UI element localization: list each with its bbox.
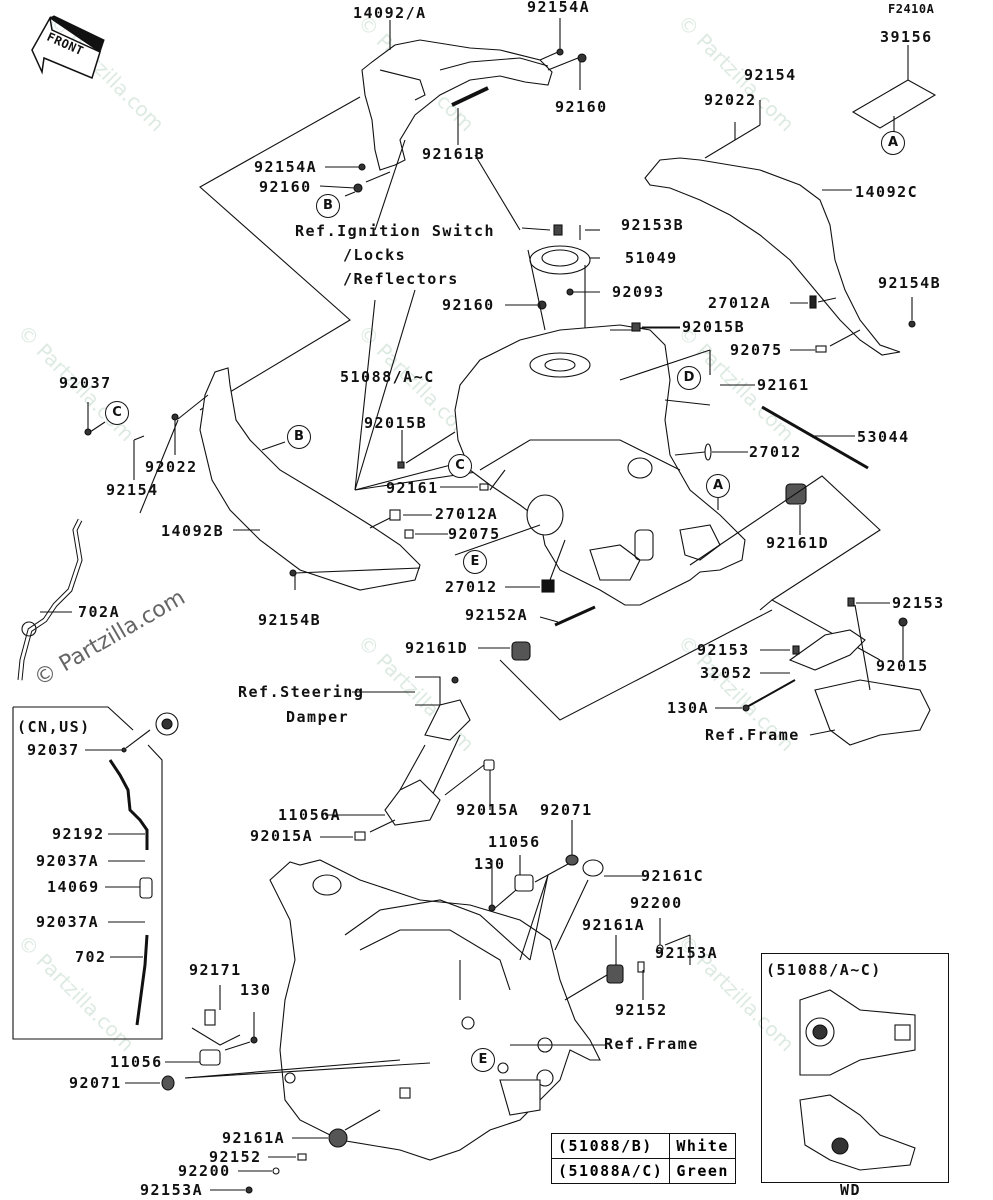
callout-d[interactable]: D [677, 366, 701, 390]
detail-box-title: (51088/A~C) [766, 961, 882, 979]
part-label[interactable]: 92152A [465, 606, 529, 624]
part-label[interactable]: 92153 [697, 641, 750, 659]
part-label[interactable]: 51088/A~C [340, 368, 435, 386]
part-label[interactable]: 92015A [250, 827, 314, 845]
front-arrow-icon [31, 15, 105, 80]
part-label[interactable]: 92071 [69, 1074, 122, 1092]
part-label[interactable]: 92160 [442, 296, 495, 314]
part-label[interactable]: 92015A [456, 801, 520, 819]
part-label[interactable]: 92153A [140, 1181, 204, 1199]
part-label[interactable]: 27012 [445, 578, 498, 596]
part-label[interactable]: 702 [75, 948, 107, 966]
color-table-row: (51088A/C) Green [550, 1158, 736, 1184]
part-label[interactable]: 92093 [612, 283, 665, 301]
ref-locks[interactable]: /Locks [343, 246, 407, 264]
part-label[interactable]: 27012A [435, 505, 499, 523]
part-label[interactable]: 92037A [36, 852, 100, 870]
ref-reflectors[interactable]: /Reflectors [343, 270, 459, 288]
color-table: (51088/B) White (51088A/C) Green [550, 1133, 736, 1184]
part-label[interactable]: 11056A [278, 806, 342, 824]
part-label[interactable]: 14092C [855, 183, 919, 201]
part-label[interactable]: 92022 [704, 91, 757, 109]
detail-box [761, 953, 949, 1183]
part-label[interactable]: 92161A [582, 916, 646, 934]
part-label[interactable]: 92200 [178, 1162, 231, 1180]
part-label[interactable]: Ref.Frame [705, 726, 800, 744]
callout-c[interactable]: C [448, 454, 472, 478]
color-table-color: White [669, 1133, 736, 1159]
part-label[interactable]: 92153B [621, 216, 685, 234]
part-label[interactable]: 92071 [540, 801, 593, 819]
part-label[interactable]: 92075 [448, 525, 501, 543]
color-table-color: Green [669, 1158, 736, 1184]
callout-b[interactable]: B [287, 425, 311, 449]
part-label[interactable]: 130 [240, 981, 272, 999]
part-label[interactable]: 51049 [625, 249, 678, 267]
ref-steering-damper[interactable]: Damper [286, 708, 350, 726]
part-label[interactable]: 92161 [757, 376, 810, 394]
region-note: (CN,US) [17, 718, 91, 736]
part-label[interactable]: 92153 [892, 594, 945, 612]
part-label[interactable]: 92160 [259, 178, 312, 196]
part-label[interactable]: 92015 [876, 657, 929, 675]
color-table-part: (51088/B) [550, 1133, 671, 1159]
part-label[interactable]: 14092B [161, 522, 225, 540]
part-label[interactable]: 92153A [655, 944, 719, 962]
part-label[interactable]: 130 [474, 855, 506, 873]
part-label[interactable]: 92154B [258, 611, 322, 629]
part-label[interactable]: 92015B [364, 414, 428, 432]
part-label[interactable]: 92200 [630, 894, 683, 912]
part-label[interactable]: 92015B [682, 318, 746, 336]
part-label[interactable]: 53044 [857, 428, 910, 446]
part-label[interactable]: 92037 [27, 741, 80, 759]
color-table-row: (51088/B) White [550, 1133, 736, 1159]
part-label[interactable]: 92037A [36, 913, 100, 931]
part-label[interactable]: 92161 [386, 479, 439, 497]
part-label[interactable]: 92161C [641, 867, 705, 885]
callout-a[interactable]: A [881, 131, 905, 155]
part-label[interactable]: 32052 [700, 664, 753, 682]
ref-ignition-switch[interactable]: Ref.Ignition Switch [295, 222, 496, 240]
callout-a[interactable]: A [706, 474, 730, 498]
part-label[interactable]: 92154B [878, 274, 942, 292]
part-label[interactable]: 92161D [405, 639, 469, 657]
part-label[interactable]: Ref.Frame [604, 1035, 699, 1053]
part-label[interactable]: 11056 [110, 1053, 163, 1071]
part-label[interactable]: 92037 [59, 374, 112, 392]
part-label[interactable]: 92075 [730, 341, 783, 359]
part-label[interactable]: 92152 [209, 1148, 262, 1166]
cowl-14092a [361, 39, 553, 171]
part-label[interactable]: 27012 [749, 443, 802, 461]
part-label[interactable]: 92154 [744, 66, 797, 84]
part-label[interactable]: 130A [667, 699, 710, 717]
part-label[interactable]: 92022 [145, 458, 198, 476]
part-label[interactable]: 92154A [527, 0, 591, 16]
callout-e[interactable]: E [471, 1048, 495, 1072]
callout-b[interactable]: B [316, 194, 340, 218]
part-label[interactable]: 92161B [422, 145, 486, 163]
part-label[interactable]: 702A [78, 603, 121, 621]
part-label[interactable]: 27012A [708, 294, 772, 312]
part-label[interactable]: 92192 [52, 825, 105, 843]
part-label[interactable]: 11056 [488, 833, 541, 851]
part-label[interactable]: 14069 [47, 878, 100, 896]
ref-steering[interactable]: Ref.Steering [238, 683, 365, 701]
figure-code: F2410A [888, 2, 935, 16]
part-label[interactable]: 92171 [189, 961, 242, 979]
part-label[interactable]: 92154 [106, 481, 159, 499]
part-label[interactable]: 39156 [880, 28, 933, 46]
detail-box-caption: WD [840, 1181, 862, 1199]
callout-c[interactable]: C [105, 401, 129, 425]
part-label[interactable]: 92160 [555, 98, 608, 116]
callout-e[interactable]: E [463, 550, 487, 574]
part-label[interactable]: 14092/A [353, 4, 427, 22]
color-table-part: (51088A/C) [550, 1158, 671, 1184]
part-label[interactable]: 92154A [254, 158, 318, 176]
part-label[interactable]: 92152 [615, 1001, 668, 1019]
part-label[interactable]: 92161A [222, 1129, 286, 1147]
part-label[interactable]: 92161D [766, 534, 830, 552]
